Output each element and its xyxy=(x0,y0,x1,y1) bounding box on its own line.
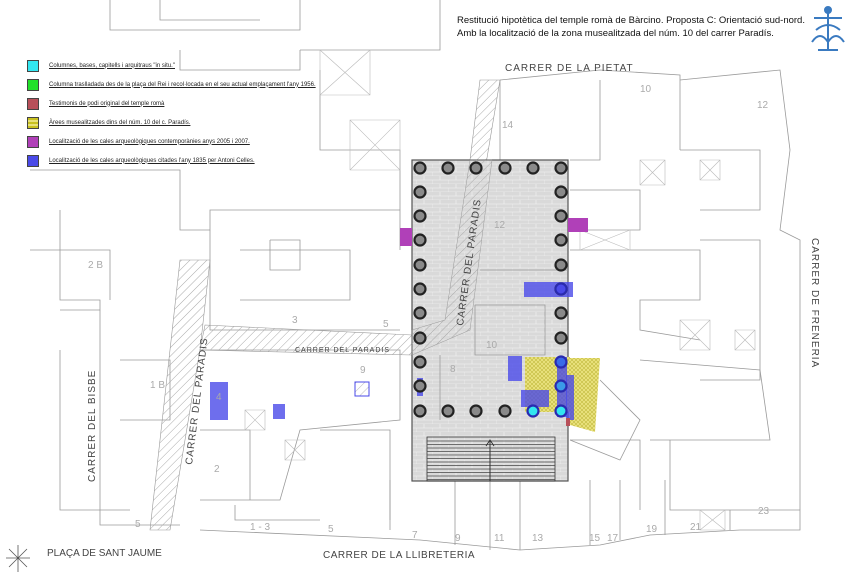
temple-footprint xyxy=(411,159,569,482)
column xyxy=(441,404,455,418)
svg-text:2 B: 2 B xyxy=(88,260,103,271)
podium-remnant xyxy=(566,418,570,426)
column xyxy=(526,404,540,418)
svg-text:11: 11 xyxy=(494,533,505,544)
legend-swatch xyxy=(27,135,39,148)
column xyxy=(413,209,427,223)
map-title: Restitució hipotètica del temple romà de… xyxy=(457,14,805,40)
svg-text:13: 13 xyxy=(532,533,544,544)
svg-text:5: 5 xyxy=(328,524,334,535)
column xyxy=(413,185,427,199)
legend-label: Localització de les cales arqueològiques… xyxy=(49,157,255,164)
column xyxy=(498,161,512,175)
legend-item: Localització de les cales arqueològiques… xyxy=(27,151,316,170)
column xyxy=(441,161,455,175)
column xyxy=(413,355,427,369)
legend-swatch xyxy=(27,78,39,91)
column xyxy=(413,404,427,418)
svg-text:5: 5 xyxy=(383,319,389,330)
hatched-streets xyxy=(149,79,501,531)
svg-text:8: 8 xyxy=(450,364,456,375)
legend-label: Testimonis de podi original del temple r… xyxy=(49,100,165,107)
placa-sant-jaume: PLAÇA DE SANT JAUME xyxy=(47,548,162,559)
title-line-1: Restitució hipotètica del temple romà de… xyxy=(457,15,805,26)
column xyxy=(554,161,568,175)
column xyxy=(526,161,540,175)
svg-text:19: 19 xyxy=(646,524,658,535)
compass-star-icon xyxy=(6,545,30,572)
musealized-area xyxy=(570,358,600,432)
plot-numbers: 10 12 14 12 2 B 1 B 3 5 9 8 10 4 2 5 1 -… xyxy=(88,84,770,544)
legend-label: Àrees musealitzades dins del núm. 10 del… xyxy=(49,119,191,126)
column xyxy=(413,379,427,393)
svg-text:3: 3 xyxy=(292,315,298,326)
column xyxy=(413,258,427,272)
svg-text:17: 17 xyxy=(607,533,619,544)
legend-item: Àrees musealitzades dins del núm. 10 del… xyxy=(27,113,316,132)
legend-swatch xyxy=(27,154,39,167)
street-llibreteria: CARRER DE LA LLIBRETERIA xyxy=(323,550,475,561)
legend-swatch xyxy=(27,97,39,110)
ornamental-monogram-icon xyxy=(811,6,845,51)
svg-text:9: 9 xyxy=(455,533,461,544)
legend-label: Columnes, bases, capitells i arquitraus … xyxy=(49,62,175,69)
street-freneria: CARRER DE FRENERIA xyxy=(809,238,820,368)
column xyxy=(554,379,568,393)
column xyxy=(554,355,568,369)
column xyxy=(469,404,483,418)
legend-swatch xyxy=(27,59,39,72)
svg-text:10: 10 xyxy=(640,84,652,95)
column xyxy=(554,404,568,418)
street-bisbe: CARRER DEL BISBE xyxy=(87,370,98,482)
column xyxy=(554,209,568,223)
legend-label: Columna traslladada des de la plaça del … xyxy=(49,81,316,88)
svg-text:23: 23 xyxy=(758,506,770,517)
svg-text:2: 2 xyxy=(214,464,220,475)
svg-text:12: 12 xyxy=(494,220,506,231)
svg-text:7: 7 xyxy=(412,530,418,541)
legend-label: Localització de les cales arqueològiques… xyxy=(49,138,250,145)
pit-2005-2007 xyxy=(568,218,588,232)
svg-text:21: 21 xyxy=(690,522,702,533)
column xyxy=(554,331,568,345)
column xyxy=(413,233,427,247)
street-paradis-horizontal: CARRER DEL PARADIS xyxy=(295,347,390,354)
courtyard-crosses xyxy=(244,49,756,531)
building-outlines xyxy=(30,0,801,551)
svg-text:10: 10 xyxy=(486,340,498,351)
street-pietat: CARRER DE LA PIETAT xyxy=(505,63,634,74)
column xyxy=(498,404,512,418)
legend-item: Localització de les cales arqueològiques… xyxy=(27,132,316,151)
column xyxy=(413,161,427,175)
column xyxy=(469,161,483,175)
temple-columns xyxy=(413,161,568,418)
legend-item: Columna traslladada des de la plaça del … xyxy=(27,75,316,94)
svg-text:9: 9 xyxy=(360,365,366,376)
title-line-2: Amb la localització de la zona musealitz… xyxy=(457,28,774,39)
svg-text:14: 14 xyxy=(502,120,514,131)
column xyxy=(554,233,568,247)
column xyxy=(554,282,568,296)
column xyxy=(554,306,568,320)
column xyxy=(554,185,568,199)
column xyxy=(413,306,427,320)
legend-item: Columnes, bases, capitells i arquitraus … xyxy=(27,56,316,75)
svg-text:1 - 3: 1 - 3 xyxy=(250,522,270,533)
column xyxy=(413,331,427,345)
pit-2005-2007 xyxy=(400,228,412,246)
svg-text:1 B: 1 B xyxy=(150,380,165,391)
legend-item: Testimonis de podi original del temple r… xyxy=(27,94,316,113)
legend-swatch xyxy=(27,116,39,129)
svg-text:15: 15 xyxy=(589,533,601,544)
svg-text:4: 4 xyxy=(216,392,222,403)
svg-text:5: 5 xyxy=(135,519,141,530)
column xyxy=(413,282,427,296)
svg-text:12: 12 xyxy=(757,100,769,111)
column xyxy=(554,258,568,272)
legend: Columnes, bases, capitells i arquitraus … xyxy=(27,56,316,170)
